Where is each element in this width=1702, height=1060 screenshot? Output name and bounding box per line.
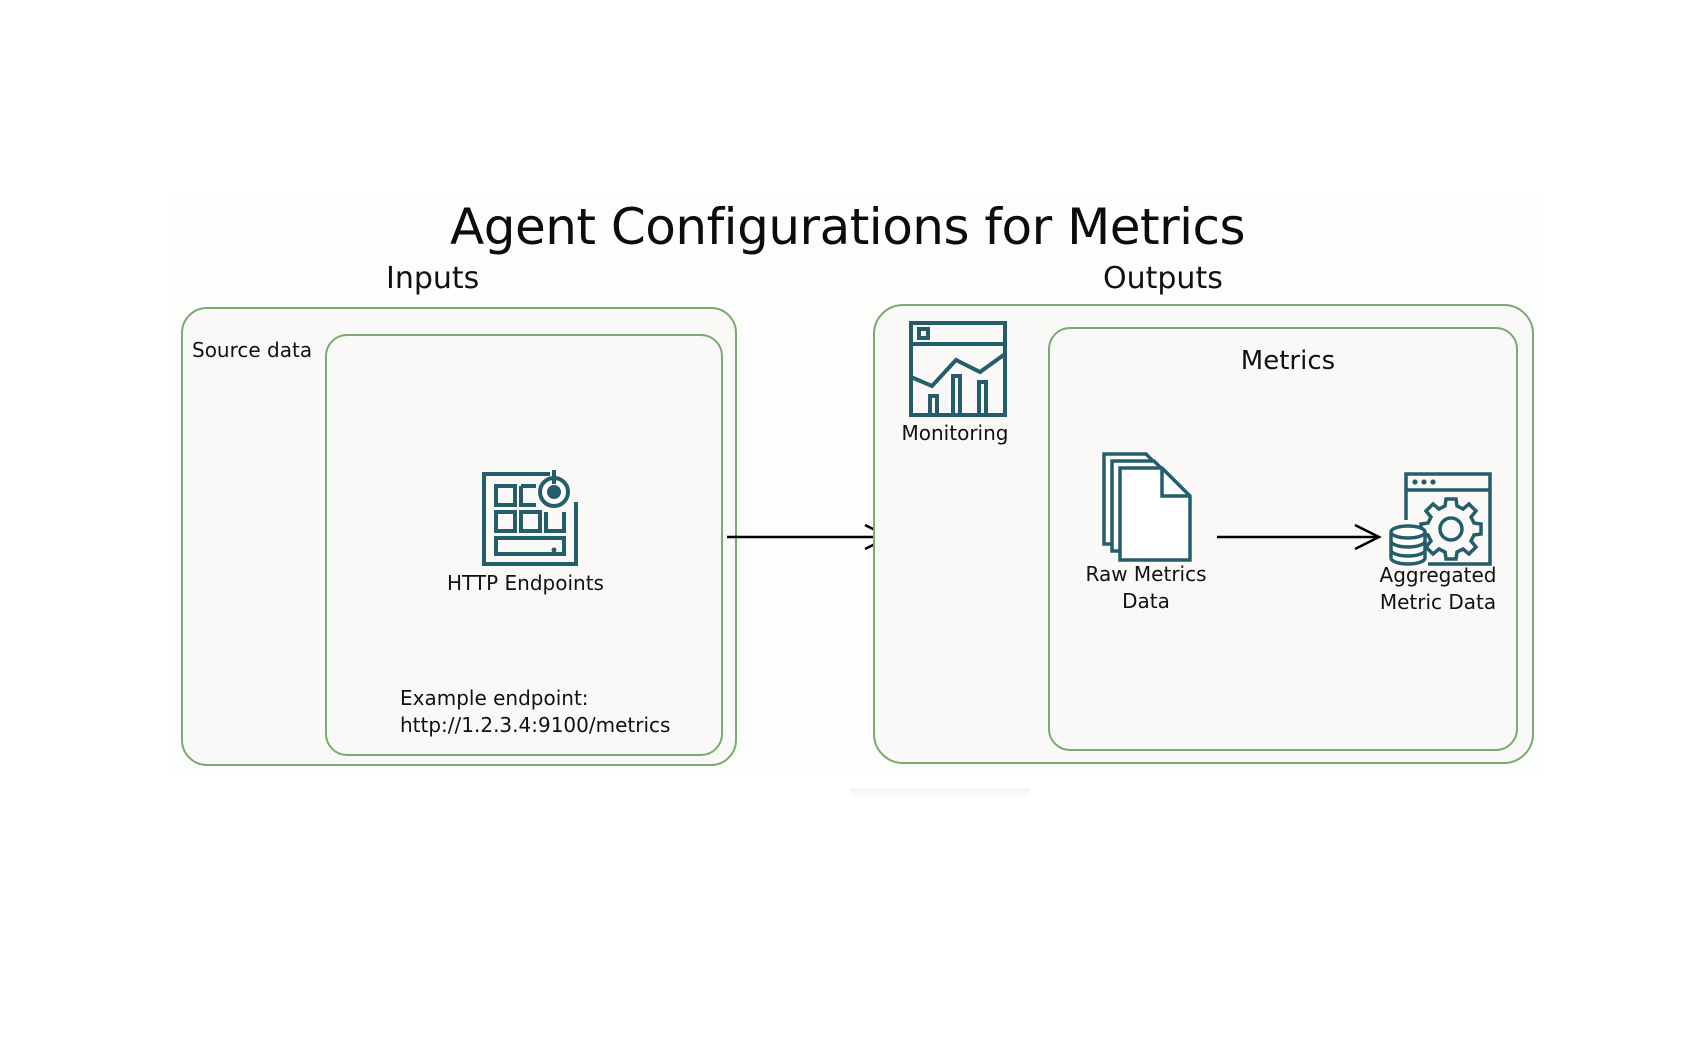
- example-endpoint-label: Example endpoint:: [400, 686, 589, 710]
- source-data-label: Source data: [192, 338, 313, 362]
- http-endpoints-icon: [480, 470, 580, 568]
- example-endpoint-url: http://1.2.3.4:9100/metrics: [400, 713, 671, 737]
- raw-metrics-label-line1: Raw Metrics: [1085, 562, 1207, 586]
- aggregated-data-icon: [1388, 470, 1492, 568]
- aggregated-label-line2: Metric Data: [1379, 590, 1497, 614]
- outputs-heading: Outputs: [1103, 261, 1223, 296]
- raw-metrics-label-line2: Data: [1122, 589, 1170, 613]
- http-endpoints-label: HTTP Endpoints: [447, 571, 604, 595]
- raw-to-aggregated-arrow: [1217, 523, 1382, 551]
- aggregated-label-line1: Aggregated: [1379, 563, 1497, 587]
- http-endpoints-group: [325, 334, 723, 756]
- monitoring-label: Monitoring: [901, 421, 1009, 445]
- monitoring-icon: [908, 320, 1008, 418]
- bottom-shadow: [850, 788, 1030, 798]
- inputs-heading: Inputs: [386, 261, 480, 296]
- metrics-group-label: Metrics: [1240, 346, 1336, 376]
- documents-icon: [1100, 450, 1194, 564]
- diagram-title: Agent Configurations for Metrics: [450, 198, 1246, 256]
- inputs-to-outputs-arrow: [727, 523, 892, 551]
